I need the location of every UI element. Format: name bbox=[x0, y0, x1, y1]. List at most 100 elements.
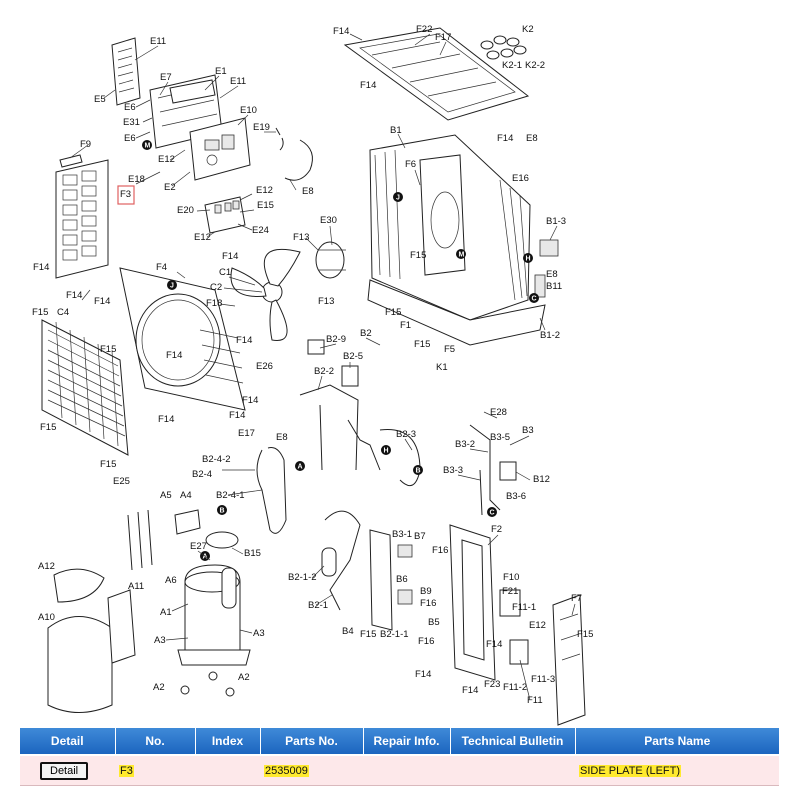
callout-label: B3-1 bbox=[392, 529, 412, 540]
callout-label: A10 bbox=[38, 612, 55, 623]
callout-label: F9 bbox=[80, 139, 91, 150]
cell-parts-name: SIDE PLATE (LEFT) bbox=[575, 754, 779, 786]
callout-label: E20 bbox=[177, 205, 194, 216]
callout-label: A3 bbox=[154, 635, 166, 646]
callout-label: C1 bbox=[219, 267, 231, 278]
callout-label: E11 bbox=[230, 76, 246, 87]
callout-label: F14 bbox=[497, 133, 513, 144]
callout-label: B9 bbox=[420, 586, 432, 597]
callout-label: K1 bbox=[436, 362, 448, 373]
callout-label: B3 bbox=[522, 425, 534, 436]
svg-text:H: H bbox=[384, 448, 389, 455]
svg-text:C: C bbox=[532, 296, 537, 303]
part-no-value: F3 bbox=[119, 764, 134, 777]
callout-label: F14 bbox=[166, 350, 182, 361]
callout-label: E8 bbox=[302, 186, 314, 197]
callout-label: F1 bbox=[400, 320, 411, 331]
callout-label: B2-2 bbox=[314, 366, 334, 377]
callout-label: A2 bbox=[238, 672, 250, 683]
callout-label: F13 bbox=[293, 232, 309, 243]
callout-label: A12 bbox=[38, 561, 55, 572]
cell-index bbox=[195, 754, 260, 786]
callout-label: F6 bbox=[405, 159, 416, 170]
callout-label: E25 bbox=[113, 476, 130, 487]
header-parts-name: Parts Name bbox=[575, 728, 779, 755]
callout-label: B12 bbox=[533, 474, 550, 485]
callout-label: B5 bbox=[428, 617, 440, 628]
callout-label: E12 bbox=[194, 232, 211, 243]
callout-label: E12 bbox=[158, 154, 175, 165]
callout-label: F5 bbox=[444, 344, 455, 355]
reference-markers: M J J M H C A H B C B A bbox=[142, 140, 539, 561]
refrigerant-piping bbox=[256, 339, 517, 611]
marker-h-2: H bbox=[381, 445, 391, 455]
callout-label: F4 bbox=[156, 262, 167, 273]
parts-number-value: 2535009 bbox=[264, 764, 309, 777]
callout-label: C2 bbox=[210, 282, 222, 293]
callout-label: B2-4-1 bbox=[216, 490, 245, 501]
callout-label: F14 bbox=[33, 262, 49, 273]
callout-label: F15 bbox=[414, 339, 430, 350]
marker-c-1: C bbox=[529, 293, 539, 303]
callout-label: B2-3 bbox=[396, 429, 416, 440]
callout-label: A4 bbox=[180, 490, 192, 501]
callout-label: E30 bbox=[320, 215, 337, 226]
callout-label: B11 bbox=[546, 281, 562, 292]
callout-label: B3-5 bbox=[490, 432, 510, 443]
marker-b-1: B bbox=[413, 465, 423, 475]
callout-label: B1-3 bbox=[546, 216, 566, 227]
callout-label: E1 bbox=[215, 66, 227, 77]
electrical-box-f2 bbox=[369, 524, 529, 681]
marker-a-1: A bbox=[295, 461, 305, 471]
callout-label: F11-1 bbox=[512, 602, 536, 613]
leader-lines bbox=[69, 33, 576, 701]
callout-label: B2-4-2 bbox=[202, 454, 231, 465]
marker-m-2: M bbox=[456, 249, 466, 259]
callout-label: E27 bbox=[190, 541, 207, 552]
callout-label: K2-2 bbox=[525, 60, 545, 71]
callout-label: B2-1 bbox=[308, 600, 328, 611]
callout-label: E8 bbox=[546, 269, 558, 280]
callout-label: C4 bbox=[57, 307, 69, 318]
compressor-a1 bbox=[47, 509, 251, 713]
marker-m-1: M bbox=[142, 140, 152, 150]
callout-label: F13 bbox=[318, 296, 334, 307]
control-box-assembly bbox=[111, 37, 313, 234]
table-header-row: Detail No. Index Parts No. Repair Info. … bbox=[20, 728, 779, 755]
callout-label: A11 bbox=[128, 581, 144, 592]
f3-highlight-box bbox=[117, 185, 135, 205]
callout-label: F14 bbox=[158, 414, 174, 425]
callout-label: F18 bbox=[206, 298, 222, 309]
svg-text:B: B bbox=[416, 468, 421, 475]
side-plate-left-f3 bbox=[55, 154, 135, 279]
callout-label: F14 bbox=[94, 296, 110, 307]
callout-label: B1-2 bbox=[540, 330, 560, 341]
callout-label: A2 bbox=[153, 682, 165, 693]
callout-label: A5 bbox=[160, 490, 172, 501]
callout-label: E10 bbox=[240, 105, 257, 116]
svg-text:M: M bbox=[145, 143, 151, 150]
top-panel-f17 bbox=[343, 27, 530, 121]
callout-label: F7 bbox=[571, 593, 582, 604]
svg-text:J: J bbox=[170, 283, 174, 290]
callout-label: B1 bbox=[390, 125, 402, 136]
callout-label: F11-3 bbox=[531, 674, 555, 685]
svg-text:M: M bbox=[459, 252, 465, 259]
callout-label: F11-2 bbox=[503, 682, 527, 693]
callout-label: E11 bbox=[150, 36, 166, 47]
svg-text:A: A bbox=[298, 464, 303, 471]
callout-label: F15 bbox=[100, 459, 116, 470]
header-repair-info: Repair Info. bbox=[363, 728, 451, 755]
callout-labels: E11 E5 E7 E6 E31 E6 E1 E11 E10 E19 E12 E… bbox=[32, 24, 593, 706]
callout-label: F14 bbox=[462, 685, 478, 696]
table-row[interactable]: Detail F3 2535009 SIDE PLATE (LEFT) bbox=[20, 754, 779, 786]
callout-label: K2-1 bbox=[502, 60, 522, 71]
header-no: No. bbox=[115, 728, 196, 755]
detail-button[interactable]: Detail bbox=[40, 761, 89, 780]
header-parts-no: Parts No. bbox=[260, 728, 364, 755]
front-panel-f4 bbox=[119, 267, 246, 411]
marker-c-2: C bbox=[487, 507, 497, 517]
callout-label: E18 bbox=[128, 174, 145, 185]
callout-label: A1 bbox=[160, 607, 172, 618]
callout-label: A3 bbox=[253, 628, 265, 639]
